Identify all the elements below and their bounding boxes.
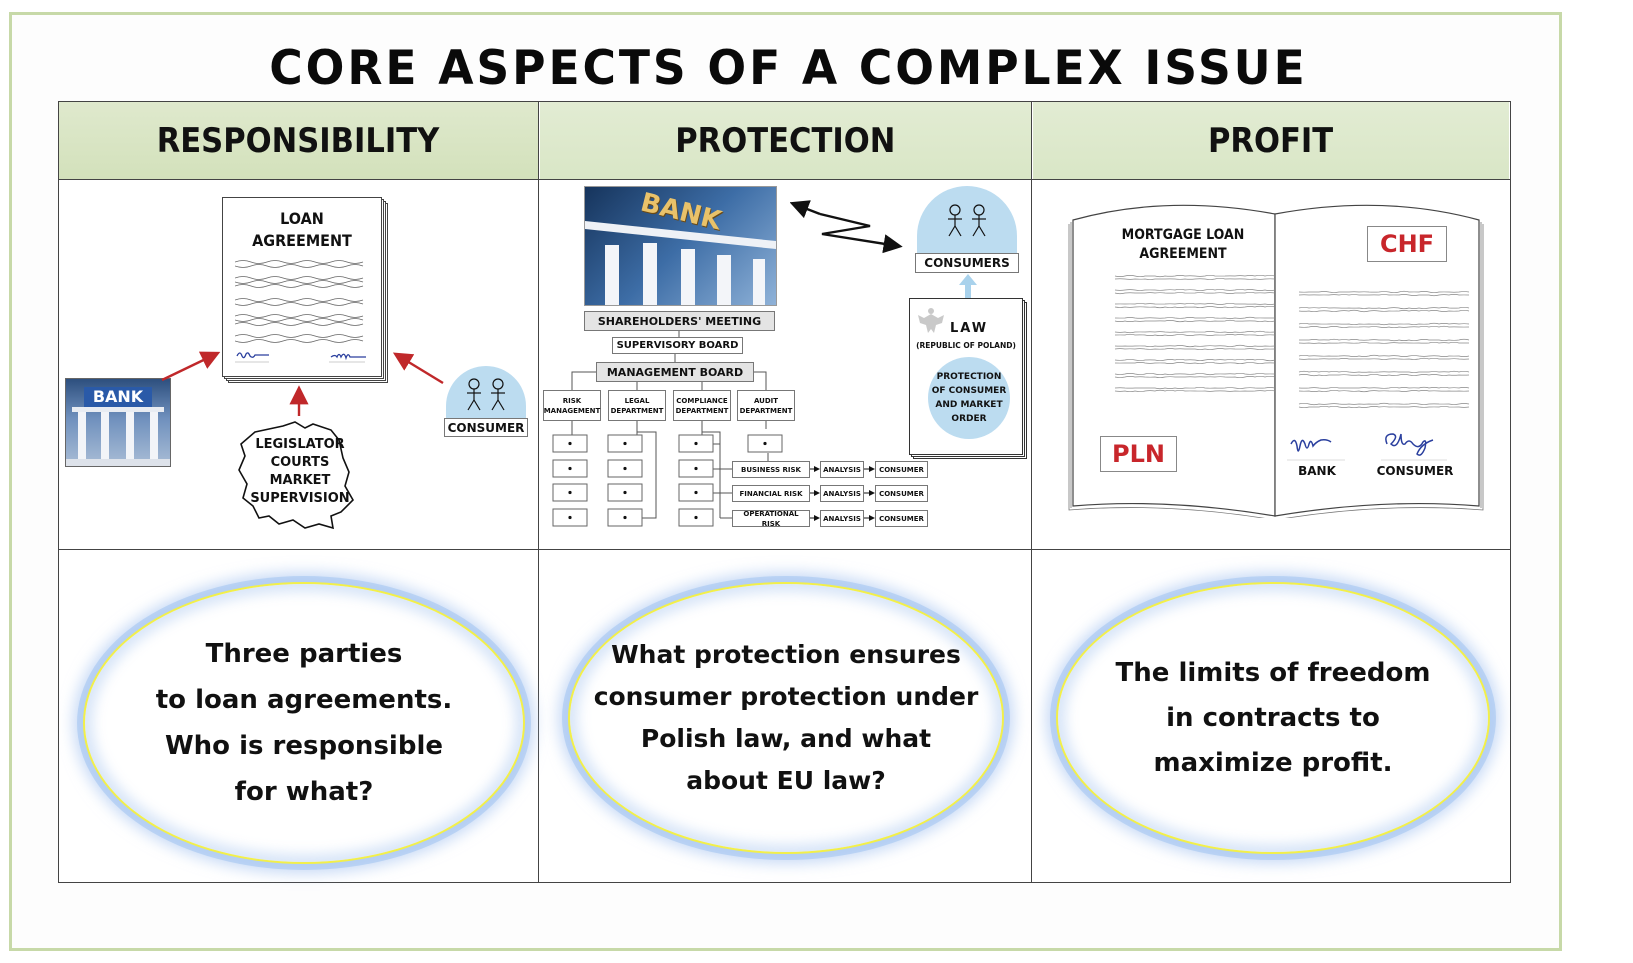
red-arrows (59, 180, 538, 549)
consumer-signature-icon (1381, 428, 1451, 462)
bank-signature-icon (1287, 430, 1347, 462)
arrow-bank-to-agreement (162, 354, 216, 380)
currency-pln-badge: PLN (1100, 436, 1177, 472)
column-divider (538, 102, 539, 882)
signatory-bank-label: BANK (1285, 464, 1349, 478)
header-profit: PROFIT (1033, 102, 1509, 179)
mortgage-agreement-title: MORTGAGE LOAN AGREEMENT (1120, 226, 1246, 264)
header-protection: PROTECTION (540, 102, 1031, 179)
header-responsibility: RESPONSIBILITY (59, 102, 538, 179)
question-oval-responsibility: Three parties to loan agreements. Who is… (83, 582, 525, 864)
arrow-consumer-to-agreement (397, 355, 443, 383)
question-oval-protection: What protection ensures consumer protect… (568, 582, 1004, 854)
aspects-table: RESPONSIBILITY PROTECTION PROFIT LOAN AG… (58, 101, 1511, 883)
poster-frame: CORE ASPECTS OF A COMPLEX ISSUE RESPONSI… (9, 12, 1562, 951)
signatory-consumer-label: CONSUMER (1373, 464, 1457, 478)
responsibility-illustration: LOAN AGREEMENT (59, 180, 538, 549)
page-title: CORE ASPECTS OF A COMPLEX ISSUE (35, 41, 1541, 96)
currency-chf-badge: CHF (1367, 226, 1447, 262)
flow-arrows (540, 180, 1031, 549)
protection-illustration: BANK (540, 180, 1031, 549)
column-divider (1031, 102, 1032, 882)
row-divider (59, 549, 1510, 550)
question-oval-profit: The limits of freedom in contracts to ma… (1056, 582, 1490, 854)
profit-illustration: MORTGAGE LOAN AGREEMENT PLN CHF BANK CON… (1033, 180, 1509, 549)
